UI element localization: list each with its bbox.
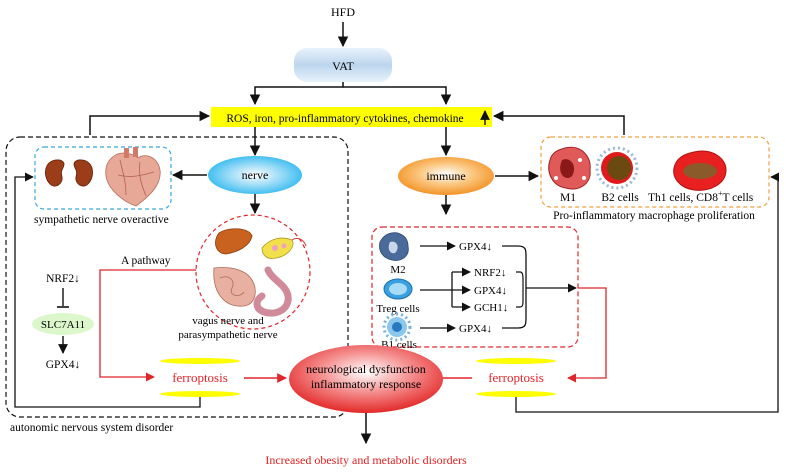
b2-cell-icon xyxy=(595,146,639,190)
arrow-right-feedback xyxy=(492,110,625,135)
ferroptosis-left-label: ferroptosis xyxy=(172,370,228,385)
th1-suffix: T cells xyxy=(722,192,753,204)
nrf2-label: NRF2↓ xyxy=(46,273,80,285)
arrow-left-feedback xyxy=(89,110,211,135)
a-pathway-label: A pathway xyxy=(121,255,171,267)
treg-cell-icon xyxy=(383,278,413,300)
arrow-right-loop xyxy=(515,172,780,413)
mediator-bar xyxy=(211,107,492,127)
ferroptosis-left-bar-bottom xyxy=(160,391,240,397)
liver-icon xyxy=(215,228,253,255)
red-line-to-ferroptosis xyxy=(567,287,607,383)
immune-cells-box xyxy=(371,226,579,348)
immune-label: immune xyxy=(426,169,465,183)
vagus-caption-1: vagus nerve and xyxy=(192,315,264,327)
hfd-label: HFD xyxy=(331,5,355,19)
mediator-label: ROS, iron, pro-inflammatory cytokines, c… xyxy=(226,113,463,125)
arrow-left-loop xyxy=(14,172,201,408)
heart-icon xyxy=(105,147,161,207)
vagus-caption-2: parasympathetic nerve xyxy=(178,329,277,341)
kidney-icon xyxy=(45,159,93,187)
treg-marker-gpx4: GPX4↓ xyxy=(474,285,507,297)
right-bracket xyxy=(502,245,527,329)
arrow-vat-left xyxy=(249,82,344,106)
outcome-label: Increased obesity and metabolic disorder… xyxy=(265,453,467,467)
b1-marker: GPX4↓ xyxy=(459,323,492,335)
m2-marker: GPX4↓ xyxy=(459,241,492,253)
slc7a11-node xyxy=(32,313,94,335)
treg-marker-nrf2: NRF2↓ xyxy=(474,267,506,279)
nerve-label: nerve xyxy=(242,168,269,182)
vagus-organs-circle xyxy=(195,214,311,330)
treg-marker-gch1: GCH1↓ xyxy=(474,302,508,314)
treg-markers-bracket xyxy=(516,271,524,308)
vat-label: VAT xyxy=(332,59,354,73)
stomach-icon xyxy=(253,266,292,317)
th1-superscript: + xyxy=(718,189,723,198)
ferroptosis-right-bar-top xyxy=(476,358,556,364)
autonomic-box xyxy=(5,136,349,418)
ferroptosis-left-bar-top xyxy=(160,358,240,364)
autonomic-caption: autonomic nervous system disorder xyxy=(10,422,173,434)
nerve-node xyxy=(208,156,302,194)
pancreas-icon xyxy=(261,237,307,259)
treg-label: Treg cells xyxy=(376,303,419,315)
ferroptosis-right-bar-bottom xyxy=(476,391,556,397)
center-line2: inflammatory response xyxy=(311,377,421,391)
th1-text: Th1 cells, CD8 xyxy=(648,192,718,204)
vat-node xyxy=(294,48,392,82)
macrophage-box xyxy=(540,136,770,208)
immune-node xyxy=(398,157,494,195)
macrophage-caption: Pro-inflammatory macrophage proliferatio… xyxy=(553,210,755,222)
b2-label: B2 cells xyxy=(601,192,639,204)
b1-cell-icon xyxy=(382,312,412,342)
arrow-vat-right xyxy=(343,86,452,106)
a-pathway-line xyxy=(99,269,196,382)
gpx4-left-label: GPX4↓ xyxy=(46,359,81,371)
m1-label: M1 xyxy=(560,192,576,204)
organs-box xyxy=(34,146,172,210)
m2-cell-icon xyxy=(379,232,409,261)
slc7a11-label: SLC7A11 xyxy=(41,319,85,331)
m1-cell-icon xyxy=(548,146,591,190)
ferroptosis-right-label: ferroptosis xyxy=(488,370,544,385)
m2-label: M2 xyxy=(390,264,405,276)
center-line1: neurological dysfunction xyxy=(306,362,426,376)
th1-label: Th1 cells, CD8+T cells xyxy=(648,189,754,204)
sympathetic-caption: sympathetic nerve overactive xyxy=(34,214,169,226)
th1-cell-icon xyxy=(673,150,727,191)
center-node xyxy=(289,345,443,413)
intestine-icon xyxy=(213,267,256,307)
